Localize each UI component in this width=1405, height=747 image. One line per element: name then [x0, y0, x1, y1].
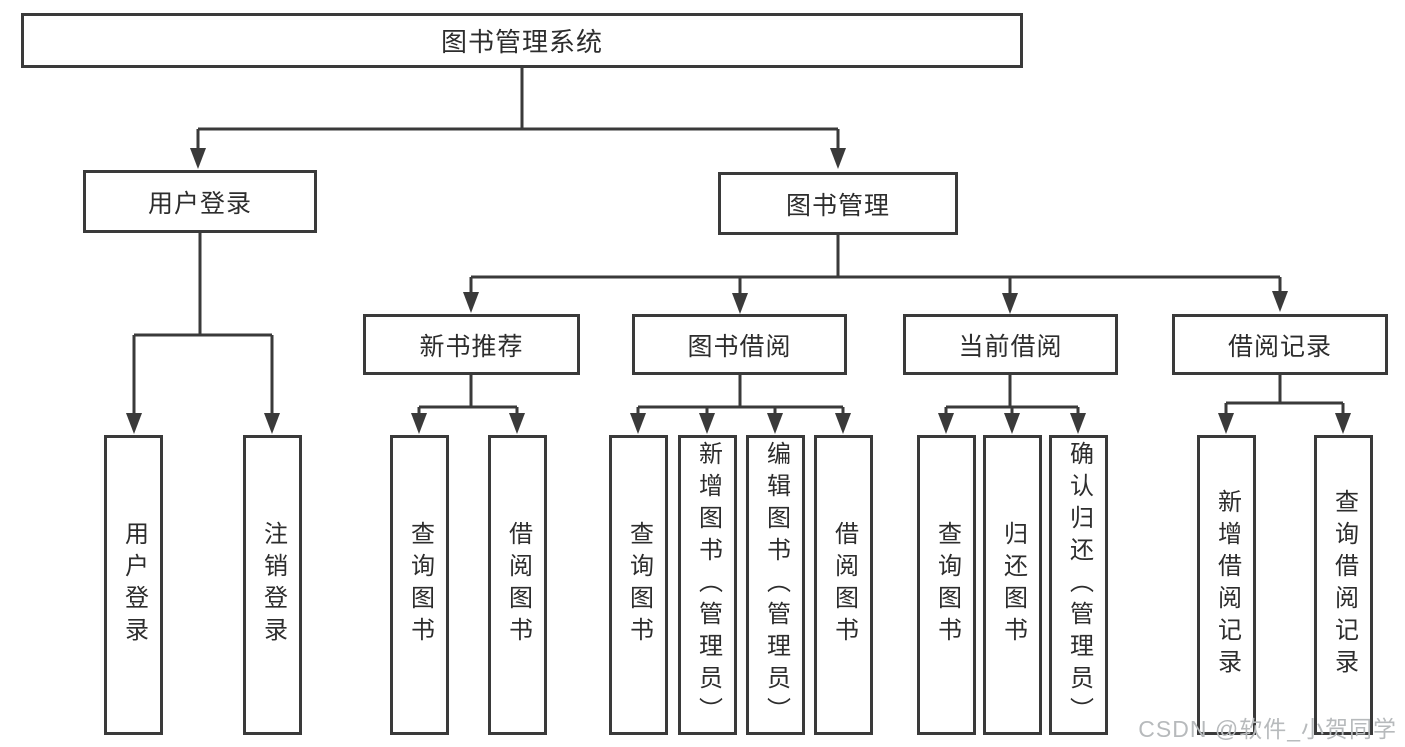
- leaf-edit-book-admin: 编辑图书（管理员）: [746, 435, 805, 735]
- leaf-borrow-books-borrowing: 借阅图书: [814, 435, 873, 735]
- node-label: 图书借阅: [687, 332, 792, 361]
- leaf-label: 借阅图书: [504, 521, 532, 649]
- leaf-borrow-books-recommend: 借阅图书: [488, 435, 547, 735]
- node-book-borrowing: 图书借阅: [632, 314, 847, 375]
- leaf-add-book-admin: 新增图书（管理员）: [678, 435, 737, 735]
- leaf-query-borrowing-record: 查询借阅记录: [1314, 435, 1373, 735]
- node-label: 图书管理: [785, 191, 890, 220]
- leaf-confirm-return-admin: 确认归还（管理员）: [1049, 435, 1108, 735]
- node-label: 图书管理系统: [440, 27, 603, 57]
- node-book-management: 图书管理: [718, 172, 958, 235]
- leaf-label: 查询图书: [406, 521, 434, 649]
- leaf-label: 查询借阅记录: [1330, 489, 1358, 681]
- leaf-return-books: 归还图书: [983, 435, 1042, 735]
- leaf-label: 注销登录: [259, 521, 287, 649]
- leaf-logout: 注销登录: [243, 435, 302, 735]
- leaf-label: 查询图书: [625, 521, 653, 649]
- leaf-label: 借阅图书: [830, 521, 858, 649]
- node-borrowing-records: 借阅记录: [1172, 314, 1388, 375]
- node-label: 借阅记录: [1227, 332, 1332, 361]
- node-new-book-recommendation: 新书推荐: [363, 314, 580, 375]
- leaf-label: 查询图书: [933, 521, 961, 649]
- node-user-login: 用户登录: [83, 170, 317, 233]
- node-current-borrowing: 当前借阅: [903, 314, 1118, 375]
- node-label: 新书推荐: [419, 332, 524, 361]
- node-root: 图书管理系统: [21, 13, 1023, 68]
- watermark: CSDN @软件_小贺同学: [1138, 716, 1397, 742]
- leaf-label: 编辑图书（管理员）: [762, 441, 790, 729]
- leaf-label: 用户登录: [120, 521, 148, 649]
- leaf-add-borrowing-record: 新增借阅记录: [1197, 435, 1256, 735]
- leaf-query-books-current: 查询图书: [917, 435, 976, 735]
- leaf-label: 确认归还（管理员）: [1065, 441, 1093, 729]
- leaf-query-books-recommend: 查询图书: [390, 435, 449, 735]
- leaf-label: 归还图书: [999, 521, 1027, 649]
- leaf-label: 新增图书（管理员）: [694, 441, 722, 729]
- leaf-user-login: 用户登录: [104, 435, 163, 735]
- node-label: 用户登录: [147, 189, 252, 218]
- node-label: 当前借阅: [958, 332, 1063, 361]
- leaf-label: 新增借阅记录: [1213, 489, 1241, 681]
- leaf-query-books-borrowing: 查询图书: [609, 435, 668, 735]
